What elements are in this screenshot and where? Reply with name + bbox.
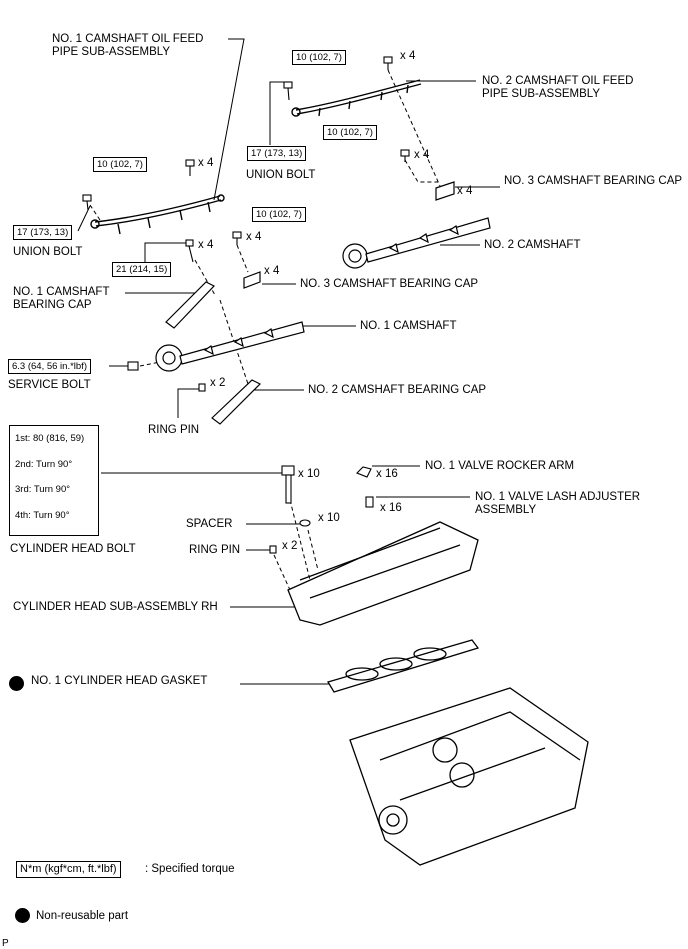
qty-ring-pin-upper: x 2	[210, 377, 226, 389]
cap3-mid-bolt-drawing	[232, 231, 242, 245]
pipe2-bolt-drawing	[383, 56, 393, 70]
qty-head-bolt: x 10	[298, 468, 320, 480]
pipe1-bolt-drawing	[185, 159, 195, 176]
axis-pipe2	[387, 69, 441, 187]
label-spacer: SPACER	[186, 518, 233, 530]
ring-pin-upper-drawing	[198, 383, 206, 392]
qty-cap3-mid-bolt: x 4	[246, 231, 262, 243]
cap3-mid-drawing	[243, 271, 261, 289]
leader-ring-pin-upper	[177, 388, 200, 418]
qty-ring-pin-lower: x 2	[282, 540, 298, 552]
cap1-bolt-drawing	[185, 239, 194, 263]
cap3-right-bolt-drawing	[400, 149, 410, 162]
label-union-bolt-right: UNION BOLT	[246, 169, 316, 181]
torque-cap1: 21 (214, 15)	[112, 262, 172, 277]
torque-cap3-right: 10 (102, 7)	[323, 125, 377, 140]
lash-adjuster-drawing	[365, 496, 374, 508]
leader-union-left	[77, 205, 91, 232]
label-service-bolt: SERVICE BOLT	[8, 379, 91, 391]
label-oil-feed-pipe-2: NO. 2 CAMSHAFT OIL FEED PIPE SUB-ASSEMBL…	[482, 75, 634, 100]
oil-feed-pipe-1-drawing	[90, 194, 225, 235]
engine-block-drawing	[349, 687, 589, 866]
label-cap3-right: NO. 3 CAMSHAFT BEARING CAP	[504, 175, 683, 187]
label-ring-pin-lower: RING PIN	[189, 544, 241, 556]
axis-union-left	[89, 204, 101, 221]
label-ring-pin-upper: RING PIN	[148, 424, 200, 436]
legend-nonreusable-desc: Non-reusable part	[36, 910, 129, 922]
axis-spacer	[307, 529, 319, 571]
axis-cap3-mid	[236, 244, 249, 273]
axis-ring-pin-lower	[273, 554, 291, 591]
label-head-bolt: CYLINDER HEAD BOLT	[10, 543, 136, 555]
label-rocker-arm: NO. 1 VALVE ROCKER ARM	[425, 460, 575, 472]
torque-cap3-mid: 10 (102, 7)	[252, 207, 306, 222]
service-bolt-drawing	[127, 361, 139, 371]
cap2-drawing	[211, 379, 262, 425]
nonreusable-marker-gasket	[9, 676, 24, 691]
leader-oil-feed-1	[213, 38, 245, 201]
qty-pipe2-bolt: x 4	[400, 50, 416, 62]
cylinder-head-drawing	[287, 521, 479, 626]
camshaft-2-drawing	[342, 217, 491, 269]
label-lash-adjuster: NO. 1 VALVE LASH ADJUSTER ASSEMBLY	[475, 491, 641, 516]
label-camshaft-2: NO. 2 CAMSHAFT	[484, 239, 581, 251]
sequence-step-2: 2nd: Turn 90°	[15, 459, 73, 470]
qty-cap3-right-bolt: x 4	[414, 149, 430, 161]
label-cap1: NO. 1 CAMSHAFT BEARING CAP	[13, 286, 110, 311]
union-bolt-left-drawing	[82, 194, 92, 211]
gasket-drawing	[327, 639, 480, 693]
sequence-step-1: 1st: 80 (816, 59)	[15, 433, 85, 444]
spacer-drawing	[299, 519, 311, 527]
torque-union-left: 17 (173, 13)	[13, 225, 73, 240]
union-bolt-right-drawing	[283, 81, 293, 101]
axis-cap3-right	[404, 159, 440, 183]
sequence-step-4: 4th: Turn 90°	[15, 510, 70, 521]
label-camshaft-1: NO. 1 CAMSHAFT	[360, 320, 457, 332]
sequence-step-3: 3rd: Turn 90°	[15, 484, 71, 495]
label-cap3-mid: NO. 3 CAMSHAFT BEARING CAP	[300, 278, 479, 290]
rocker-arm-drawing	[356, 466, 372, 478]
qty-lash: x 16	[380, 502, 402, 514]
label-union-bolt-left: UNION BOLT	[13, 246, 83, 258]
camshaft-1-drawing	[155, 321, 305, 372]
head-bolt-drawing	[281, 465, 295, 504]
footer-code: P	[2, 938, 9, 949]
nonreusable-legend-icon	[15, 908, 30, 923]
qty-rocker: x 16	[376, 468, 398, 480]
label-gasket: NO. 1 CYLINDER HEAD GASKET	[31, 675, 208, 687]
cap3-right-drawing	[435, 181, 455, 201]
leader-torque-cap1	[144, 242, 188, 262]
head-bolt-torque-sequence: 1st: 80 (816, 59) 2nd: Turn 90° 3rd: Tur…	[9, 425, 99, 536]
cap1-drawing	[165, 281, 215, 329]
qty-cap1-bolt: x 4	[198, 239, 214, 251]
label-head-sub: CYLINDER HEAD SUB-ASSEMBLY RH	[13, 601, 218, 613]
qty-pipe1-bolt: x 4	[198, 157, 214, 169]
torque-service-bolt: 6.3 (64, 56 in.*lbf)	[8, 359, 91, 374]
legend-torque-desc: : Specified torque	[145, 863, 235, 875]
oil-feed-pipe-2-drawing	[291, 79, 422, 117]
label-cap2: NO. 2 CAMSHAFT BEARING CAP	[308, 384, 487, 396]
ring-pin-lower-drawing	[269, 545, 277, 554]
torque-union-right: 17 (173, 13)	[247, 146, 307, 161]
qty-spacer: x 10	[318, 512, 340, 524]
leader-union-right	[269, 81, 290, 145]
torque-pipe1-bolt: 10 (102, 7)	[93, 157, 147, 172]
axis-cap2	[219, 299, 251, 391]
qty-cap3-mid: x 4	[264, 265, 280, 277]
torque-pipe2-bolt: 10 (102, 7)	[292, 50, 346, 65]
qty-cap3-right: x 4	[457, 185, 473, 197]
legend-torque-unit: N*m (kgf*cm, ft.*lbf)	[16, 861, 121, 878]
label-oil-feed-pipe-1: NO. 1 CAMSHAFT OIL FEED PIPE SUB-ASSEMBL…	[52, 33, 204, 58]
